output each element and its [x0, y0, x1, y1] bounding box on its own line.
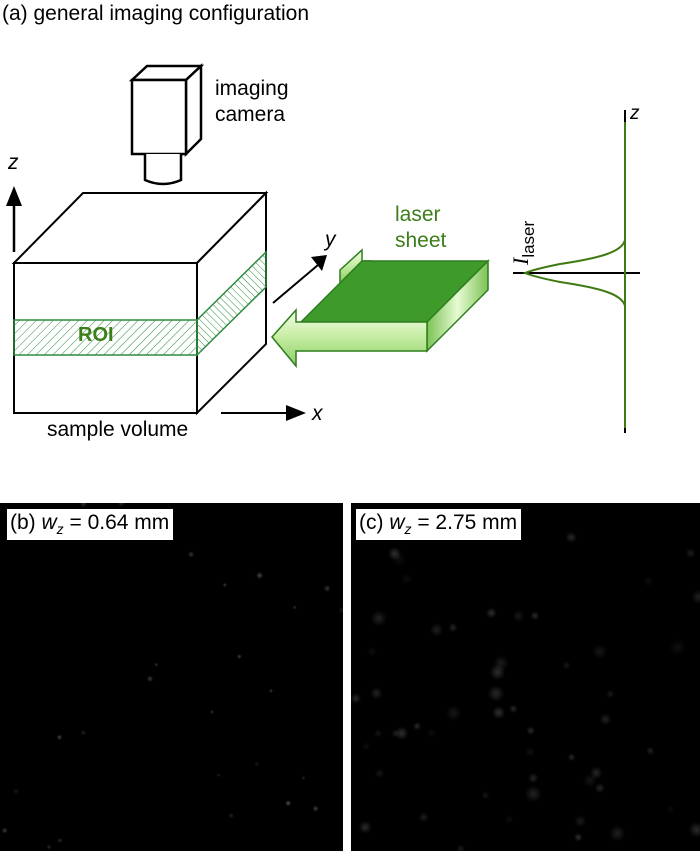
- laser-intensity-profile: [513, 110, 640, 433]
- particle-image-c-canvas: [351, 503, 700, 851]
- laser-intensity-label: Ilaser: [508, 221, 538, 265]
- panel-a-title: (a) general imaging configuration: [2, 2, 310, 25]
- panel-b-value: = 0.64 mm: [63, 511, 170, 534]
- particle-image-c: (c) wz = 2.75 mm: [351, 503, 700, 851]
- x-axis-arrow: [221, 405, 306, 421]
- y-axis-arrow: [272, 255, 327, 304]
- panel-c-label: (c) wz = 2.75 mm: [356, 509, 522, 541]
- panel-c-sub: z: [404, 521, 412, 538]
- laser-sheet-label-line2: sheet: [395, 229, 447, 252]
- laser-sheet-label-line1: laser: [395, 203, 441, 226]
- camera-label-line2: camera: [215, 103, 286, 126]
- camera-label-line1: imaging: [215, 77, 289, 100]
- intensity-subscript: laser: [519, 220, 538, 258]
- panel-b-prefix: (b): [10, 511, 42, 534]
- roi-label: ROI: [78, 324, 114, 346]
- particle-image-b-canvas: [0, 503, 343, 851]
- particle-image-b: (b) wz = 0.64 mm: [0, 503, 343, 851]
- imaging-configuration-diagram: [6, 63, 640, 433]
- z-axis-label: z: [8, 151, 19, 174]
- panel-c-prefix: (c): [359, 511, 390, 534]
- z-axis-arrow: [6, 186, 22, 252]
- profile-z-axis-label: z: [630, 103, 640, 124]
- panel-c-value: = 2.75 mm: [411, 511, 518, 534]
- camera-icon: [128, 63, 205, 186]
- roi-band: [13, 250, 267, 357]
- sample-volume-label: sample volume: [47, 418, 189, 441]
- panel-b-var: w: [41, 511, 57, 534]
- laser-sheet-block: [271, 248, 490, 369]
- panel-b-label: (b) wz = 0.64 mm: [7, 509, 174, 541]
- intensity-symbol: I: [508, 257, 533, 265]
- panel-c-var: w: [389, 511, 405, 534]
- y-axis-label: y: [325, 228, 336, 251]
- panel-b-sub: z: [56, 521, 64, 538]
- x-axis-label: x: [312, 402, 323, 425]
